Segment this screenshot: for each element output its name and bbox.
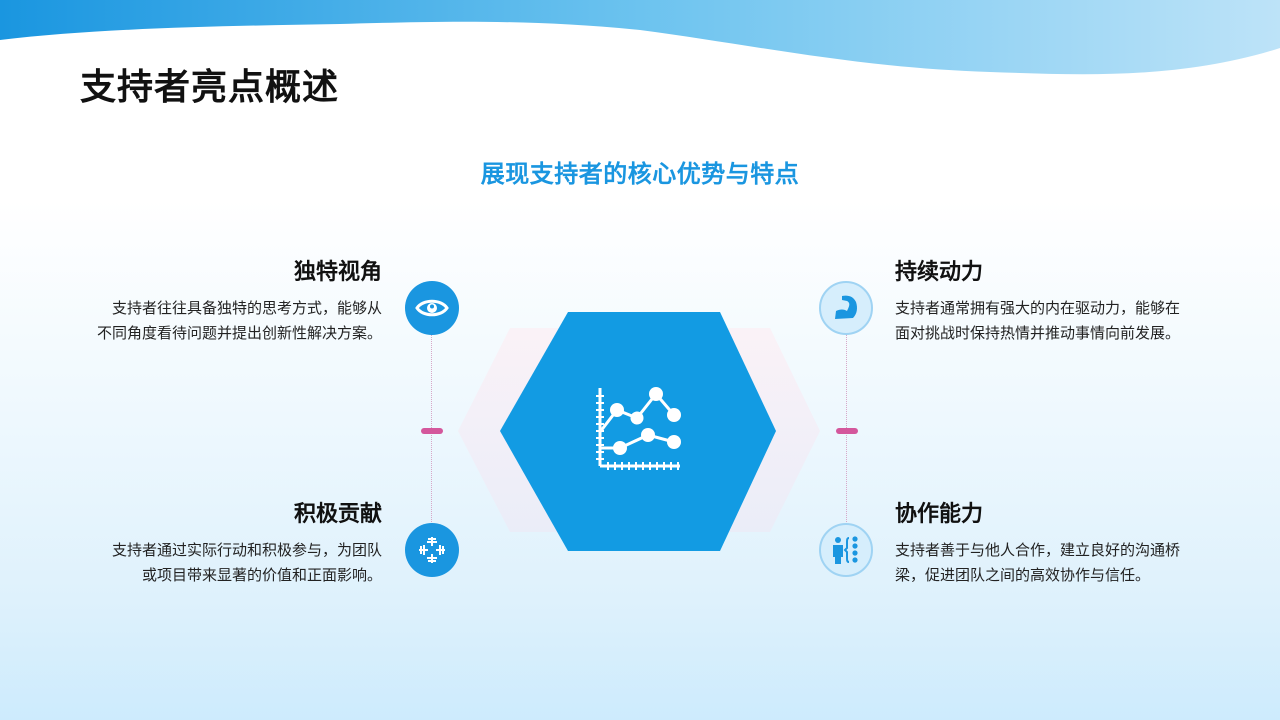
right-connector-dash [836, 428, 858, 434]
feature-unique-perspective: 独特视角 支持者往往具备独特的思考方式，能够从 不同角度看待问题并提出创新性解决… [42, 254, 382, 346]
feature-desc-line2: 梁，促进团队之间的高效协作与信任。 [895, 566, 1151, 584]
center-hexagon [458, 312, 820, 551]
person-network-icon-badge [819, 523, 873, 577]
eye-icon-badge [405, 281, 459, 335]
feature-desc-line1: 支持者善于与他人合作，建立良好的沟通桥 [895, 541, 1181, 559]
feature-title: 积极贡献 [293, 502, 382, 527]
header-wave [0, 0, 1280, 75]
feature-desc-line1: 支持者通过实际行动和积极参与，为团队 [111, 541, 382, 559]
line-chart-icon [596, 387, 681, 470]
feature-title: 独特视角 [293, 260, 382, 285]
left-connector-dash [421, 428, 443, 434]
feature-active-contribution: 积极贡献 支持者通过实际行动和积极参与，为团队 或项目带来显著的价值和正面影响。 [42, 496, 382, 588]
flexed-arm-icon-badge [819, 281, 873, 335]
flexed-arm-icon [835, 295, 857, 319]
feature-desc-line2: 不同角度看待问题并提出创新性解决方案。 [96, 324, 382, 342]
snowflake-icon [419, 537, 445, 563]
snowflake-icon-badge [405, 523, 459, 577]
eye-icon [415, 299, 449, 317]
feature-sustained-drive: 持续动力 支持者通常拥有强大的内在驱动力，能够在 面对挑战时保持热情并推动事情向… [895, 254, 1235, 346]
feature-title: 协作能力 [895, 502, 984, 527]
feature-desc-line2: 面对挑战时保持热情并推动事情向前发展。 [895, 324, 1181, 342]
page-subtitle: 展现支持者的核心优势与特点 [480, 160, 800, 188]
feature-desc-line2: 或项目带来显著的价值和正面影响。 [141, 566, 382, 584]
feature-collaboration: 协作能力 支持者善于与他人合作，建立良好的沟通桥 梁，促进团队之间的高效协作与信… [895, 496, 1235, 588]
page-title: 支持者亮点概述 [80, 67, 340, 108]
feature-title: 持续动力 [895, 260, 984, 285]
person-network-icon [833, 536, 858, 564]
feature-desc-line1: 支持者通常拥有强大的内在驱动力，能够在 [895, 299, 1181, 317]
feature-desc-line1: 支持者往往具备独特的思考方式，能够从 [111, 299, 382, 317]
